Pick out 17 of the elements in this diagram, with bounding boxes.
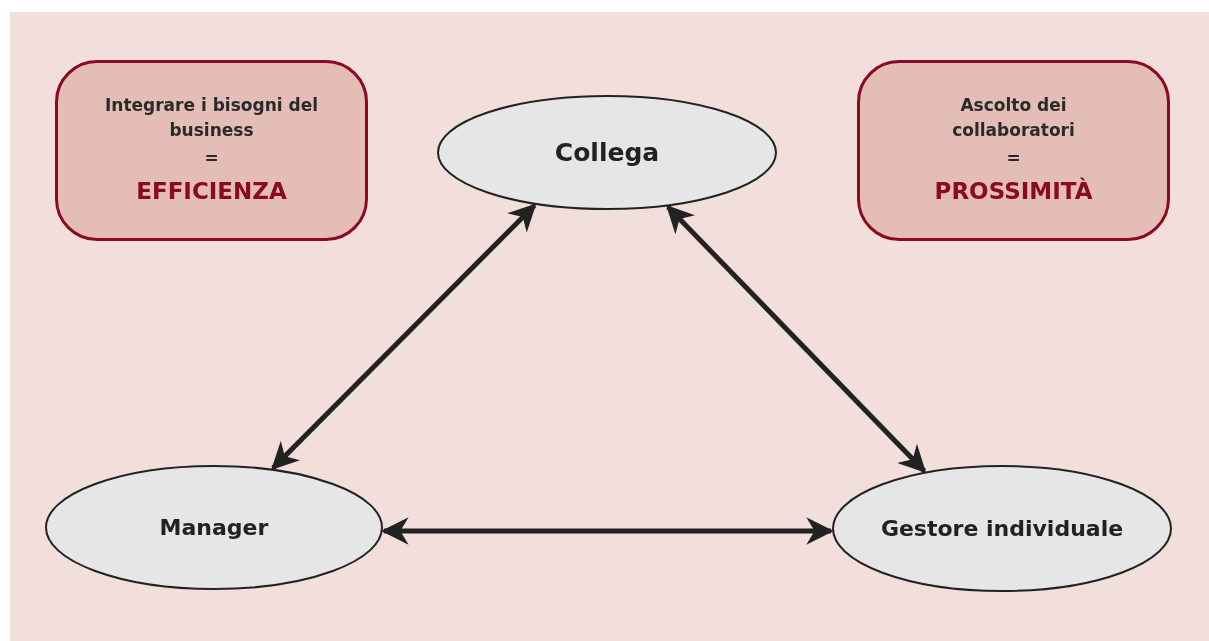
ellipse-node: [45, 465, 383, 590]
node-label: Collega: [554, 138, 660, 167]
rounded-box: [857, 60, 1170, 241]
ellipse-node: [832, 465, 1172, 592]
highlight-label: PROSSIMITÀ: [934, 176, 1093, 206]
rounded-box: [55, 60, 368, 241]
node-label: Gestore individuale: [880, 516, 1124, 541]
box-text: =: [204, 147, 219, 171]
ellipse-node: [437, 95, 777, 210]
box-text: Ascolto dei collaboratori: [951, 93, 1076, 142]
double-arrow: [271, 203, 537, 470]
node-label: Manager: [159, 515, 269, 540]
double-arrow: [666, 205, 927, 474]
box-text: Integrare i bisogni del business: [104, 93, 319, 142]
highlight-label: EFFICIENZA: [136, 176, 287, 206]
box-text: =: [1006, 147, 1021, 171]
double-arrow: [381, 517, 834, 545]
